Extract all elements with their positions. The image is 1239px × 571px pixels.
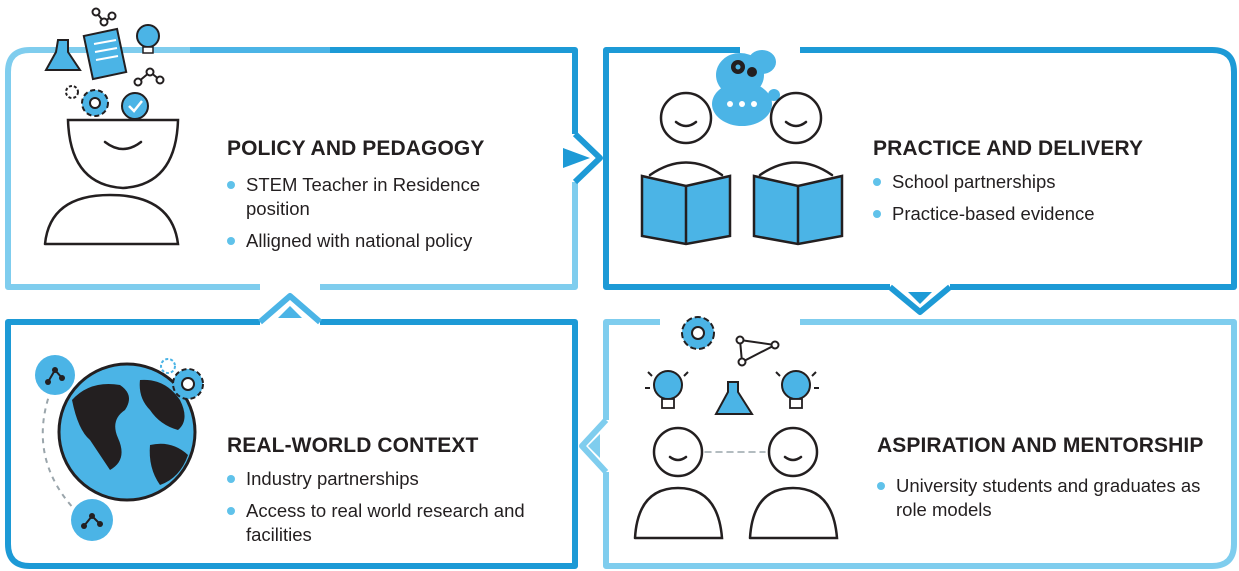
bullet-item: University students and graduates as rol… [877, 474, 1222, 522]
bullet-item: Access to real world research and facili… [227, 499, 537, 547]
triangle-network-icon [735, 335, 780, 367]
panel-title-practice: PRACTICE AND DELIVERY [873, 137, 1144, 160]
lightbulb-icon [645, 370, 819, 409]
bullet-list-practice: School partnerships Practice-based evide… [873, 170, 1203, 234]
document-icon [82, 27, 128, 81]
panel-title-realworld: REAL-WORLD CONTEXT [227, 434, 479, 457]
panel-policy-frame [5, 47, 578, 290]
panel-realworld-frame [5, 319, 578, 569]
lightbulb-icon [136, 24, 160, 54]
gear-icon [65, 85, 109, 117]
bullet-item: School partnerships [873, 170, 1203, 194]
panel-aspiration-frame [603, 319, 1237, 569]
bullet-list-aspiration: University students and graduates as rol… [877, 474, 1222, 530]
flask-icon [44, 39, 82, 71]
flask-icon [714, 381, 754, 415]
gear-icon [160, 358, 204, 400]
panel-title-policy: POLICY AND PEDAGOGY [227, 137, 485, 160]
checkmark-icon [121, 92, 149, 120]
gear-icon [681, 316, 715, 350]
molecule-icon [91, 7, 165, 87]
bullet-item: Industry partnerships [227, 467, 537, 491]
bullet-item: STEM Teacher in Residence position [227, 173, 527, 221]
bullet-item: Practice-based evidence [873, 202, 1203, 226]
molecule-icon [35, 355, 113, 541]
panel-practice-frame [603, 47, 1237, 290]
bullet-item: Alligned with national policy [227, 229, 527, 253]
globe-icon [57, 362, 197, 502]
panel-title-aspiration: ASPIRATION AND MENTORSHIP [877, 434, 1204, 457]
bullet-list-realworld: Industry partnerships Access to real wor… [227, 467, 537, 555]
book-icon [640, 174, 844, 246]
thought-bubble-icon [712, 50, 780, 126]
bullet-list-policy: STEM Teacher in Residence position Allig… [227, 173, 527, 261]
arrow-right [563, 148, 590, 168]
